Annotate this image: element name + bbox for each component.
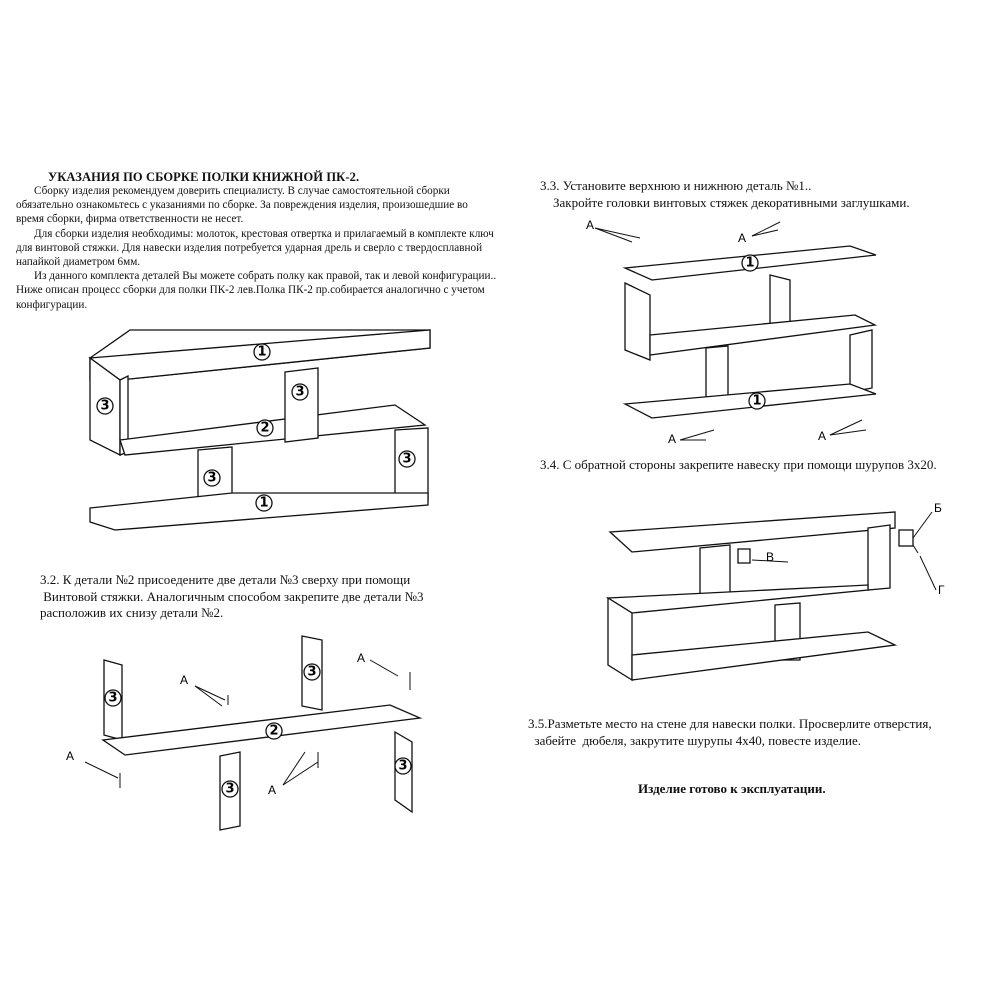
fastener-label: А <box>357 651 365 665</box>
svg-text:1: 1 <box>745 256 754 271</box>
svg-text:3: 3 <box>295 385 304 400</box>
hanger-icon <box>737 548 751 564</box>
svg-text:1: 1 <box>752 394 761 409</box>
hanger-icon <box>898 529 914 547</box>
part-marker: 2 <box>256 419 274 437</box>
step-3-3-text: 3.3. Установите верхнюю и нижнюю деталь … <box>540 178 990 211</box>
step-line: забейте дюбеля, закрутите шурупы 4х40, п… <box>528 732 862 748</box>
fastener-label: А <box>268 783 276 797</box>
step-line: Винтовой стяжки. Аналогичным способом за… <box>40 588 424 604</box>
fastener-label: А <box>180 673 188 687</box>
part-label: Г <box>938 583 945 597</box>
svg-text:2: 2 <box>269 724 278 739</box>
svg-text:3: 3 <box>402 452 411 467</box>
final-note: Изделие готово к эксплуатации. <box>638 781 826 796</box>
svg-text:2: 2 <box>260 421 269 436</box>
step-line: 3.2. К детали №2 присоедените две детали… <box>40 572 411 587</box>
part-label: Б <box>934 501 942 515</box>
part-marker: 1 <box>255 494 273 512</box>
step-line: расположив их снизу детали №2. <box>40 605 224 620</box>
step-3-2-text: 3.2. К детали №2 присоедените две детали… <box>40 572 500 622</box>
fastener-label: А <box>738 231 746 245</box>
part-marker: 2 <box>265 722 283 740</box>
fastener-label: А <box>586 218 594 232</box>
part-marker: 3 <box>394 757 412 775</box>
fastener-label: А <box>66 749 74 763</box>
part-marker: 3 <box>291 383 309 401</box>
page-title: УКАЗАНИЯ ПО СБОРКЕ ПОЛКИ КНИЖНОЙ ПК-2. <box>48 170 360 184</box>
intro-paragraph: Сборку изделия рекомендуем доверить спец… <box>16 185 468 226</box>
fastener-label: А <box>818 429 826 443</box>
step-line: 3.3. Установите верхнюю и нижнюю деталь … <box>540 178 812 193</box>
svg-text:3: 3 <box>398 759 407 774</box>
part-marker: 3 <box>221 780 239 798</box>
part-marker: 1 <box>741 254 759 272</box>
intro-paragraph: Из данного комплекта деталей Вы можете с… <box>16 270 497 311</box>
svg-text:3: 3 <box>207 471 216 486</box>
svg-text:3: 3 <box>100 399 109 414</box>
part-marker: 3 <box>398 450 416 468</box>
fastener-label: А <box>668 432 676 446</box>
step-3-5-text: 3.5.Разметьте место на стене для навески… <box>528 716 993 749</box>
part-marker: 3 <box>96 397 114 415</box>
part-label: В <box>766 550 774 564</box>
step-3-4-text: 3.4. С обратной стороны закрепите навеск… <box>540 457 990 474</box>
part-marker: 3 <box>203 469 221 487</box>
intro-paragraph: Для сборки изделия необходимы: молоток, … <box>16 227 494 269</box>
step-line: Закройте головки винтовых стяжек декорат… <box>540 194 910 210</box>
svg-text:3: 3 <box>108 691 117 706</box>
step-line: 3.4. С обратной стороны закрепите навеск… <box>540 457 937 472</box>
svg-text:3: 3 <box>225 782 234 797</box>
svg-text:3: 3 <box>307 665 316 680</box>
svg-text:1: 1 <box>257 345 266 360</box>
part-marker: 3 <box>303 663 321 681</box>
step-line: 3.5.Разметьте место на стене для навески… <box>528 716 932 731</box>
part-marker: 1 <box>748 392 766 410</box>
part-marker: 3 <box>104 689 122 707</box>
svg-text:1: 1 <box>259 496 268 511</box>
part-marker: 1 <box>253 343 271 361</box>
intro-text: Сборку изделия рекомендуем доверить спец… <box>16 184 498 312</box>
